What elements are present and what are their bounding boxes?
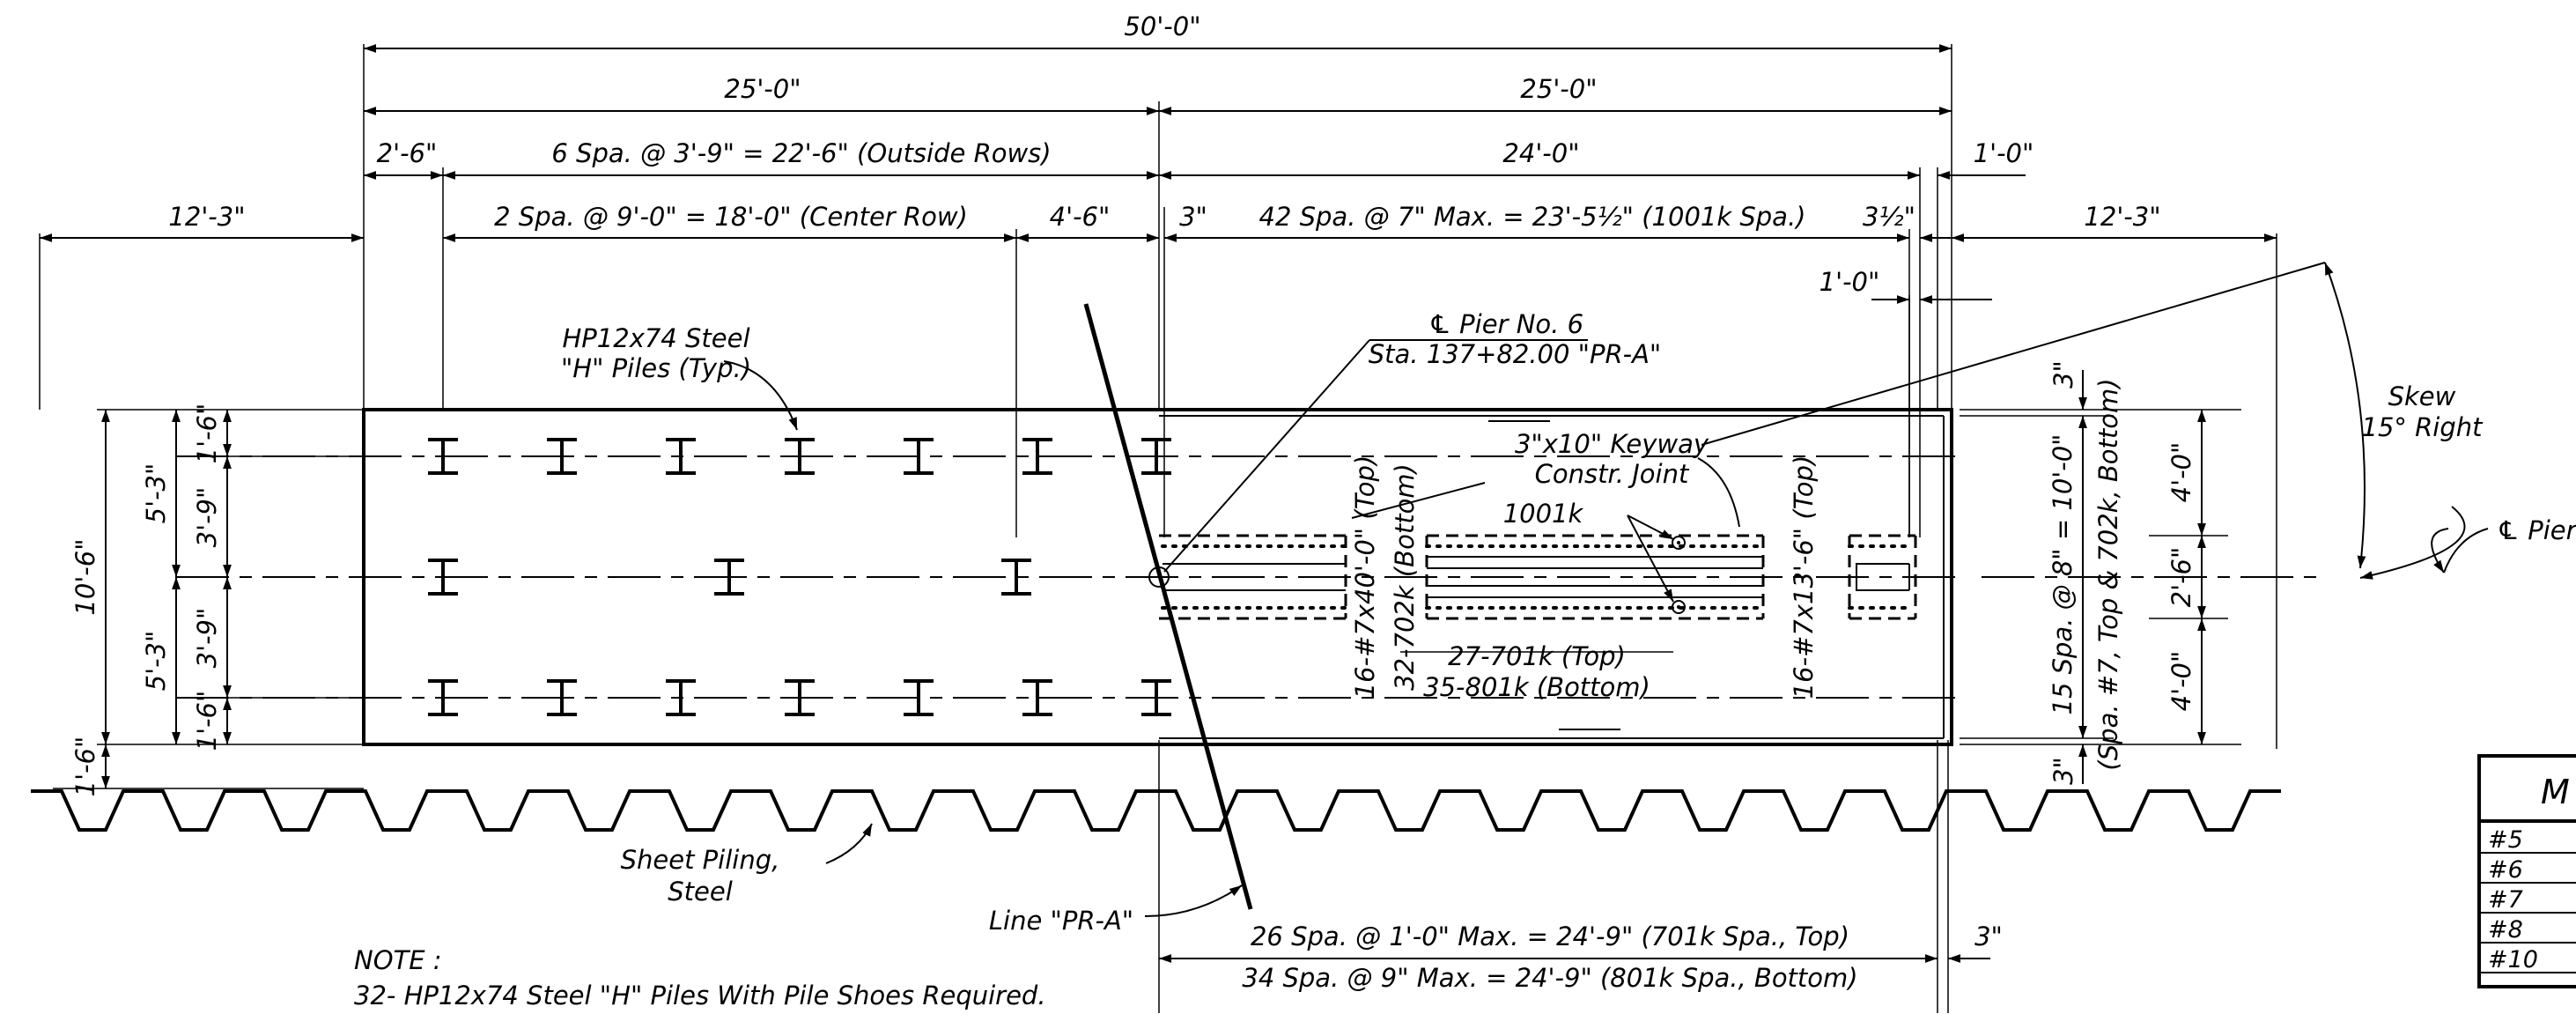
sheet-piling — [31, 789, 2281, 832]
dim-3-top: 3" — [2048, 360, 2078, 389]
label-keyway-2: Constr. Joint — [1535, 459, 1690, 489]
label-1001k: 1001k — [1503, 499, 1584, 529]
dim-center-row: 2 Spa. @ 9'-0" = 18'-0" (Center Row) — [494, 202, 968, 232]
table-row: #6 — [2488, 856, 2523, 884]
label-keyway-1: 3"x10" Keyway — [1515, 429, 1709, 459]
dim-26-spa: 26 Spa. @ 1'-0" Max. = 24'-9" (701k Spa.… — [1251, 921, 1849, 951]
label-skew-2: 15° Right — [2362, 412, 2484, 442]
dim-3: 3" — [1179, 202, 1207, 232]
dim-10-6: 10'-6" — [70, 538, 100, 615]
vertical-dimension-labels-right: 3" 3" 15 Spa. @ 8" = 10'-0" (Spa. #7, To… — [2048, 360, 2196, 785]
dim-4-0-lower: 4'-0" — [2166, 651, 2196, 712]
dim-3-bottom: 3" — [2048, 757, 2078, 785]
note-body: 32- HP12x74 Steel "H" Piles With Pile Sh… — [354, 981, 1046, 1010]
label-pier-cl-right: ℄ Pier — [2497, 515, 2576, 545]
dim-bottom-3: 3" — [1974, 921, 2003, 951]
label-skew-1: Skew — [2388, 381, 2456, 411]
vertical-dimension-labels-left: 10'-6" 5'-3" 5'-3" 1'-6" 3'-9" 3'-9" 1'-… — [70, 403, 222, 797]
dim-4-0-upper: 4'-0" — [2166, 442, 2196, 503]
label-16-7x40: 16-#7x40'-0" (Top) — [1350, 455, 1380, 699]
label-line-pr-a: Line "PR-A" — [989, 906, 1133, 936]
label-station: Sta. 137+82.00 "PR-A" — [1369, 339, 1662, 369]
dim-1-0-lower: 1'-0" — [1819, 267, 1880, 297]
bar-table: M #5 #6 #7 #8 #10 — [2477, 754, 2576, 988]
dim-right-24: 24'-0" — [1502, 138, 1579, 168]
leader-lines — [723, 262, 2489, 917]
dim-5-3-upper: 5'-3" — [141, 463, 171, 524]
dim-right-overhang: 12'-3" — [2084, 202, 2160, 232]
dim-1-6-bottom: 1'-6" — [192, 691, 222, 751]
label-sheet-1: Sheet Piling, — [621, 845, 780, 875]
dim-overall: 50'-0" — [1124, 11, 1200, 41]
label-35-801k: 35-801k (Bottom) — [1423, 672, 1650, 702]
reinforcement-bars — [1148, 534, 1917, 620]
dim-right-half: 25'-0" — [1520, 74, 1597, 104]
dim-15-spa: 15 Spa. @ 8" = 10'-0" — [2048, 433, 2078, 714]
label-pier-cl: ℄ Pier No. 6 — [1428, 309, 1583, 339]
dim-left-overhang: 12'-3" — [168, 202, 245, 232]
dim-4-6: 4'-6" — [1050, 202, 1111, 232]
dim-outside-rows: 6 Spa. @ 3'-9" = 22'-6" (Outside Rows) — [551, 138, 1051, 168]
dim-3-half: 3½" — [1863, 202, 1915, 232]
pile-centerlines — [176, 455, 2325, 699]
dim-right-1: 1'-0" — [1974, 138, 2034, 168]
vertical-dimensions-left — [53, 409, 364, 789]
dim-34-spa: 34 Spa. @ 9" Max. = 24'-9" (801k Spa., B… — [1242, 963, 1857, 993]
dim-5-3-lower: 5'-3" — [141, 631, 171, 692]
table-row: #7 — [2488, 886, 2523, 914]
dim-3-9-upper: 3'-9" — [192, 487, 222, 548]
table-header: M — [2541, 773, 2570, 811]
dim-spa-7-note: (Spa. #7, Top & 702k, Bottom) — [2093, 378, 2123, 770]
dim-left-edge: 2'-6" — [377, 138, 438, 168]
dim-1-6-sheet: 1'-6" — [70, 736, 100, 797]
table-row: #10 — [2488, 946, 2538, 973]
label-32-702k: 32-702k (Bottom) — [1390, 463, 1420, 691]
dim-3-9-lower: 3'-9" — [192, 608, 222, 669]
label-piles-2: "H" Piles (Typ.) — [561, 353, 751, 383]
dim-1001k-spacing: 42 Spa. @ 7" Max. = 23'-5½" (1001k Spa.) — [1259, 202, 1806, 232]
dim-1-6-top: 1'-6" — [192, 403, 222, 464]
annotations: HP12x74 Steel "H" Piles (Typ.) ℄ Pier No… — [354, 309, 2576, 1010]
table-row: #5 — [2488, 826, 2523, 854]
horizontal-dimension-labels: 50'-0" 25'-0" 25'-0" 2'-6" 6 Spa. @ 3'-9… — [168, 11, 2160, 993]
dim-left-half: 25'-0" — [724, 74, 801, 104]
note-title: NOTE : — [354, 945, 442, 975]
line-pr-a — [1083, 303, 1253, 910]
table-row: #8 — [2488, 916, 2523, 944]
label-16-7x13: 16-#7x13'-6" (Top) — [1789, 455, 1819, 699]
horizontal-dimensions — [39, 44, 2277, 1013]
skew-angle-arc — [2324, 262, 2366, 569]
label-piles-1: HP12x74 Steel — [563, 323, 750, 353]
label-27-701k: 27-701k (Top) — [1448, 641, 1626, 671]
label-sheet-2: Steel — [668, 877, 733, 907]
